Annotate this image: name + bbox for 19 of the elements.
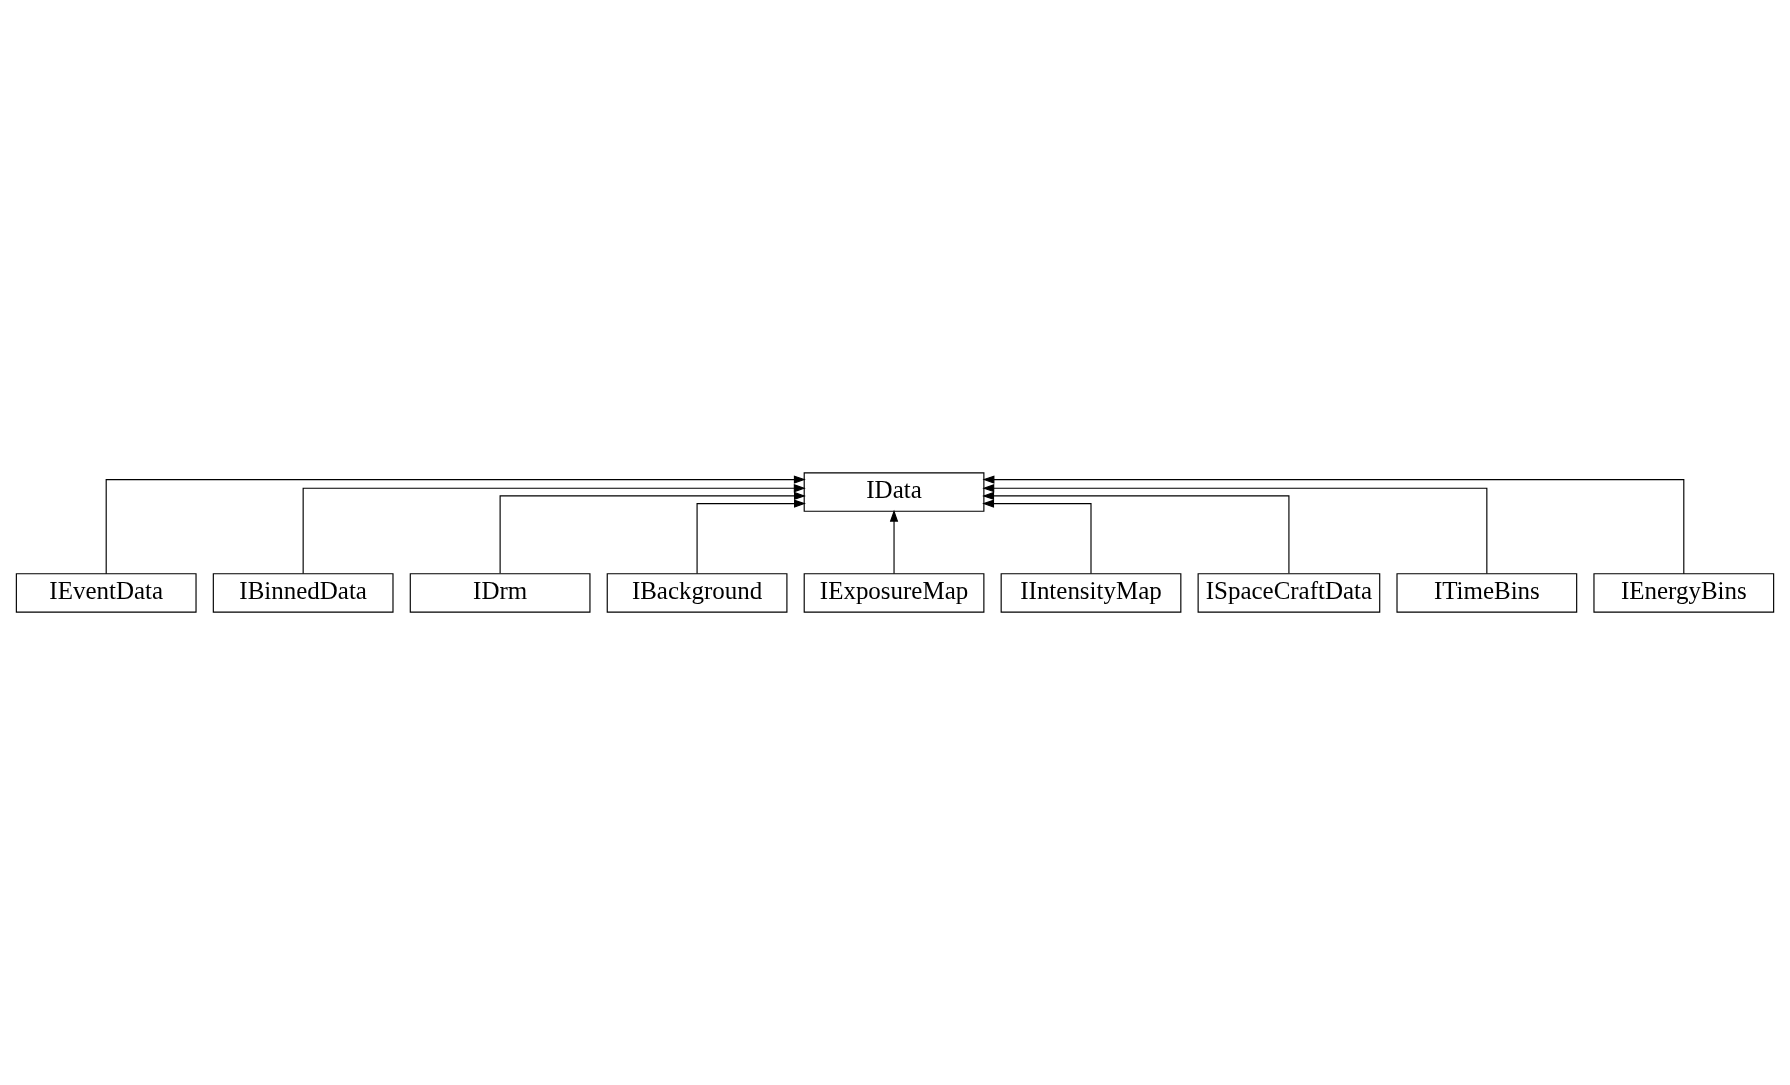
arrow [105,475,806,575]
node-box: IIntensityMap [1000,573,1182,613]
arrow [302,484,806,575]
node-box: IEnergyBins [1593,573,1775,613]
node-box: IBinnedData [212,573,394,613]
node-box: IEventData [15,573,197,613]
arrow [982,484,1488,575]
node-box: IBackground [606,573,788,613]
node-box: IDrm [409,573,591,613]
arrow [889,509,899,575]
arrow [982,499,1092,575]
node-box: ISpaceCraftData [1197,573,1381,613]
arrow [499,491,806,574]
node-box: ITimeBins [1396,573,1578,613]
arrow [982,475,1685,575]
node-box: IData [803,472,985,512]
arrow [982,491,1290,574]
arrow [696,499,806,575]
node-box: IExposureMap [803,573,985,613]
